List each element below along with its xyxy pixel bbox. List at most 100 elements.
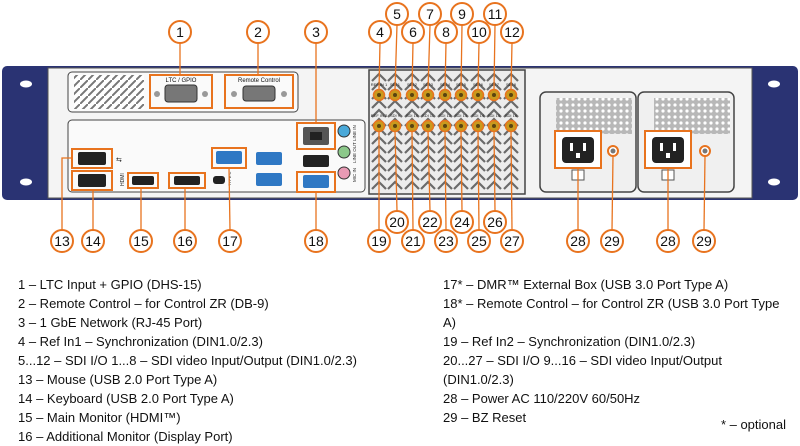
callout-6: 6 [401, 20, 425, 44]
svg-text:28: 28 [570, 233, 586, 249]
callout-25: 25 [467, 229, 491, 253]
rack-hole-right-bottom [768, 178, 780, 186]
sdi-label-bottom: SDI 16 [505, 113, 518, 118]
svg-text:11: 11 [488, 6, 503, 22]
svg-text:15: 15 [133, 233, 149, 249]
callout-29: 29 [600, 229, 624, 253]
hdmi-label: HDMI [120, 173, 126, 186]
sdi-label-bottom: SDI 11 [422, 113, 435, 118]
callout-leader-lines [61, 24, 706, 231]
usb-keyboard-port-frame [71, 170, 113, 191]
mic-in-label: MIC IN [352, 168, 357, 182]
callout-26: 26 [483, 210, 507, 234]
legend-item: 1 – LTC Input + GPIO (DHS-15) [18, 277, 202, 292]
usb3-remote-port [303, 175, 329, 188]
callout-20: 20 [385, 210, 409, 234]
legend-item: 14 – Keyboard (USB 2.0 Port Type A) [18, 391, 234, 406]
legend-item: 3 – 1 GbE Network (RJ-45 Port) [18, 315, 203, 330]
line-in-jack [337, 124, 351, 138]
ltc-gpio-connector [164, 84, 198, 103]
svg-text:4: 4 [376, 24, 384, 40]
usb3-port-a [256, 152, 282, 165]
legend-right: 17* – DMR™ External Box (USB 3.0 Port Ty… [443, 275, 788, 427]
svg-text:23: 23 [438, 233, 454, 249]
svg-text:13: 13 [54, 233, 70, 249]
legend-item: 16 – Additional Monitor (Display Port) [18, 429, 233, 444]
sdi-connector-row-bottom [372, 119, 518, 133]
callout-3: 3 [304, 20, 328, 44]
callout-14: 14 [81, 229, 105, 253]
displayport-port [174, 176, 200, 185]
psu-2-ac-inlet [652, 137, 684, 163]
legend-item: 17* – DMR™ External Box (USB 3.0 Port Ty… [443, 277, 729, 292]
usb2-port-c [303, 155, 329, 167]
legend-item: 19 – Ref In2 – Synchronization (DIN1.0/2… [443, 334, 696, 349]
rack-hole-left-bottom [20, 178, 32, 186]
legend-item: 2 – Remote Control – for Control ZR (DB-… [18, 296, 269, 311]
sdi-label-bottom: SDI 12 [439, 113, 452, 118]
svg-text:22: 22 [422, 214, 438, 230]
callout-4: 4 [368, 20, 392, 44]
displayport-frame [168, 172, 206, 189]
sdi-label-bottom: SDI 9 [390, 113, 401, 118]
svg-text:3: 3 [312, 24, 320, 40]
rack-hole-right-top [768, 80, 780, 88]
svg-text:9: 9 [458, 6, 466, 22]
db9-connector [242, 85, 276, 102]
rack-hole-left-top [20, 80, 32, 88]
callout-9: 9 [450, 2, 474, 26]
usb-mouse-port [78, 152, 106, 165]
svg-text:7: 7 [426, 6, 434, 22]
callout-29: 29 [692, 229, 716, 253]
legend-item: 13 – Mouse (USB 2.0 Port Type A) [18, 372, 218, 387]
callout-24: 24 [450, 210, 474, 234]
vent-grille-upper [74, 75, 144, 109]
callout-5: 5 [385, 2, 409, 26]
svg-text:12: 12 [504, 24, 520, 40]
sdi-label-bottom: SDI 15 [488, 113, 501, 118]
svg-text:28: 28 [660, 233, 676, 249]
psu-2-vent [654, 98, 730, 134]
callout-10: 10 [467, 20, 491, 44]
svg-text:8: 8 [442, 24, 450, 40]
callout-8: 8 [434, 20, 458, 44]
svg-text:16: 16 [177, 233, 193, 249]
svg-text:18: 18 [308, 233, 324, 249]
svg-text:21: 21 [405, 233, 421, 249]
ltc-gpio-label: LTC / GPIO [166, 78, 197, 84]
legend-item: 4 – Ref In1 – Synchronization (DIN1.0/2.… [18, 334, 263, 349]
callout-28: 28 [566, 229, 590, 253]
remote-control-label: Remote Control [238, 78, 280, 84]
callout-22: 22 [418, 210, 442, 234]
svg-text:17: 17 [222, 233, 238, 249]
ltc-gpio-box [149, 74, 213, 109]
callout-1: 1 [168, 20, 192, 44]
line-out-label: LINE OUT [352, 142, 357, 163]
hdmi-port-frame [127, 172, 159, 189]
callout-16: 16 [173, 229, 197, 253]
callout-12: 12 [500, 20, 524, 44]
svg-text:20: 20 [389, 214, 405, 230]
legend-item: 15 – Main Monitor (HDMI™) [18, 410, 181, 425]
sdi-label-bottom: SDI 10 [406, 113, 419, 118]
legend-left: 1 – LTC Input + GPIO (DHS-15) 2 – Remote … [18, 275, 357, 446]
usb-keyboard-port [78, 174, 106, 187]
callout-18: 18 [304, 229, 328, 253]
legend-item: 20...27 – SDI I/O 9...16 – SDI video Inp… [443, 353, 722, 387]
svg-text:14: 14 [85, 233, 101, 249]
svg-text:29: 29 [696, 233, 712, 249]
callout-17: 17 [218, 229, 242, 253]
sdi-label-bottom: SDI 13 [455, 113, 468, 118]
usb3-port-b [256, 173, 282, 186]
callout-21: 21 [401, 229, 425, 253]
line-out-jack [337, 145, 351, 159]
rear-panel-diagram: LTC / GPIO Remote Control ⇆ HDMI TYPE C … [2, 2, 798, 253]
callout-2: 2 [246, 20, 270, 44]
svg-text:6: 6 [409, 24, 417, 40]
callout-13: 13 [50, 229, 74, 253]
svg-text:⇆: ⇆ [116, 157, 122, 164]
sdi-label-bottom: SDI 14 [472, 113, 485, 118]
psu-1-ac-inlet [562, 137, 594, 163]
legend-item: 5...12 – SDI I/O 1...8 – SDI video Input… [18, 353, 357, 368]
